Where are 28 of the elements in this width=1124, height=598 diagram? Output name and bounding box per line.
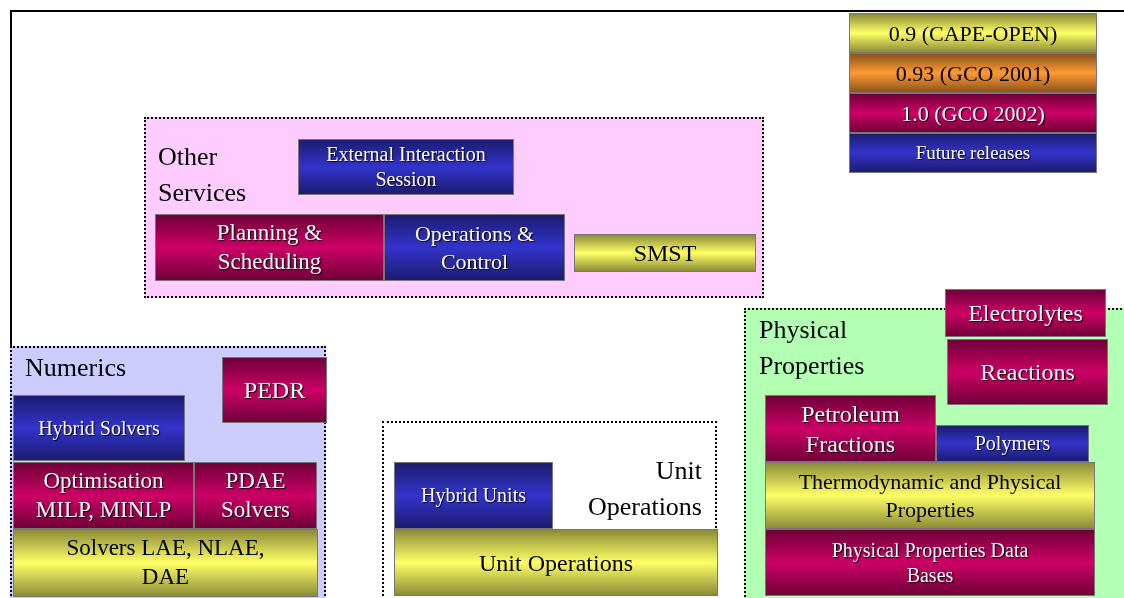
module-box: PDAE Solvers [194,462,317,529]
group-panel [382,421,717,598]
module-box: Planning & Scheduling [155,214,384,281]
module-box: Polymers [936,425,1089,462]
legend-swatch: 0.93 (GCO 2001) [849,53,1097,93]
legend-swatch: 1.0 (GCO 2002) [849,93,1097,133]
module-box: Reactions [947,339,1108,405]
group-panel [144,117,764,298]
module-box: External Interaction Session [298,139,514,195]
group-title: Physical Properties [759,314,866,383]
module-box: Solvers LAE, NLAE, DAE [13,529,318,597]
module-box: Hybrid Solvers [13,395,185,461]
module-box: Operations & Control [384,214,565,281]
module-box: Electrolytes [945,289,1106,337]
module-box: Thermodynamic and Physical Properties [765,462,1095,529]
module-box: Hybrid Units [394,462,553,529]
group-title: Unit Operations [586,455,702,524]
module-box: Petroleum Fractions [765,395,936,462]
module-box: PEDR [222,357,327,423]
legend-swatch: Future releases [849,133,1097,173]
module-box: Optimisation MILP, MINLP [13,462,194,529]
group-title: Other Services [158,141,248,210]
module-box: Physical Properties Data Bases [765,529,1095,596]
module-box: SMST [574,234,756,272]
module-box: Unit Operations [394,529,718,596]
legend-swatch: 0.9 (CAPE-OPEN) [849,13,1097,53]
group-panel [10,346,326,598]
group-title: Numerics [25,352,127,384]
